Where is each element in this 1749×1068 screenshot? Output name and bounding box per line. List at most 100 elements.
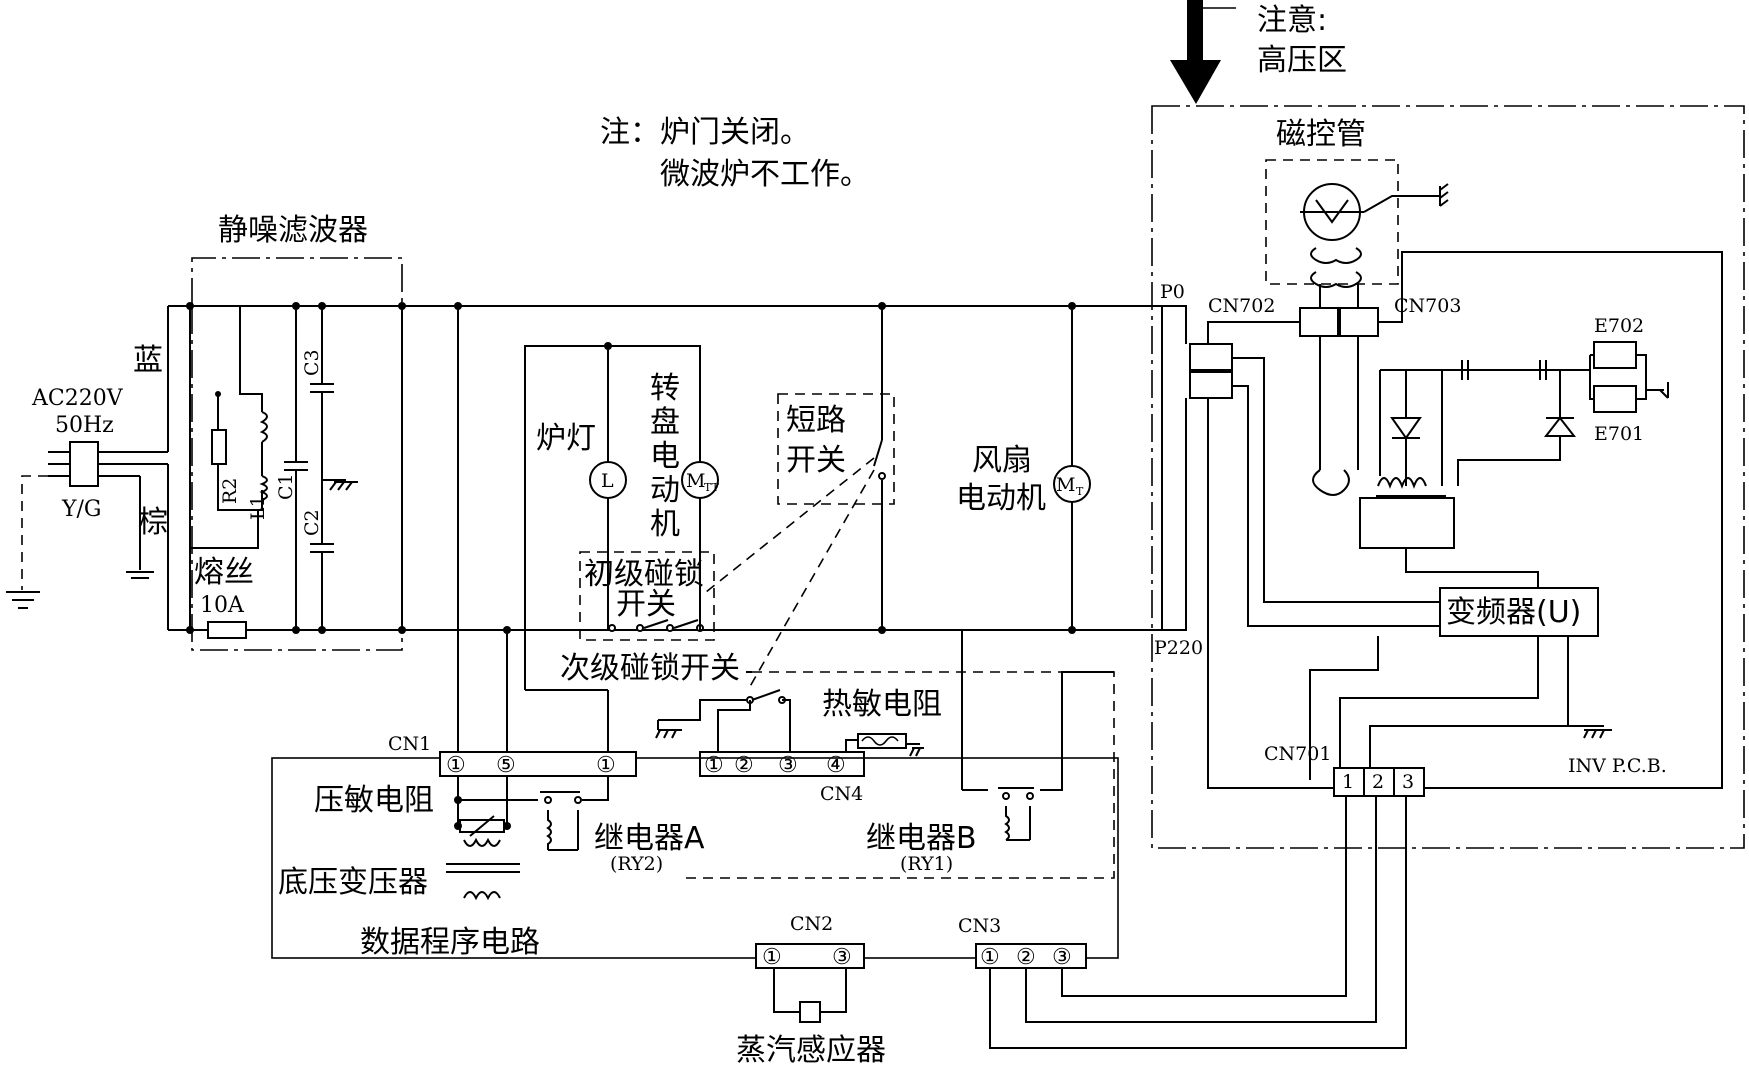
relay-a-label: 继电器A: [594, 821, 705, 856]
lamp-turntable-branch: L 炉灯 M TT 转 盘 电 动 机 初级碰锁 开关: [524, 342, 720, 690]
turntable-motor-symbol-label: M: [686, 470, 705, 492]
fuse-10a: [207, 621, 247, 639]
hv-connectors: CN702 CN703: [1207, 251, 1723, 789]
fan-motor-symbol-sub: T: [1076, 485, 1084, 498]
turntable-label-5: 机: [650, 507, 680, 542]
note-line1: 注：炉门关闭。: [600, 115, 810, 150]
noise-filter-label: 静噪滤波器: [218, 213, 368, 248]
short-switch-label-2: 开关: [786, 443, 846, 478]
plug-body: [69, 441, 99, 487]
cn1-pin-1: ①: [446, 753, 466, 778]
fan-motor: M T 风扇 电动机: [956, 302, 1091, 634]
blue-wire-label: 蓝: [133, 343, 163, 378]
connector-cn2: CN2 ① ③ 蒸汽感应器: [736, 913, 886, 1068]
varistor-relay-a: 压敏电阻 底压变压器 继电器A (RY2): [278, 776, 705, 901]
inverter-u: [1439, 587, 1599, 637]
yg-wire-label: Y/G: [61, 497, 102, 522]
inv-pcb-label: INV P.C.B.: [1568, 755, 1667, 777]
relay-b-code: (RY1): [900, 853, 953, 875]
connector-cn701: CN701 1 2 3: [1264, 743, 1425, 797]
fan-motor-label-1: 风扇: [972, 443, 1032, 478]
cn1-pin-5: ⑤: [496, 753, 516, 778]
c2-label: C2: [301, 509, 323, 536]
brown-wire-label: 棕: [138, 505, 168, 540]
connector-cn1: CN1 ① ⑤ ①: [388, 689, 637, 778]
thermistor-label: 热敏电阻: [822, 687, 942, 722]
relay-b: 继电器B (RY1): [866, 671, 1114, 875]
cn4-pin-1: ①: [704, 753, 724, 778]
cn701-pin-3: 3: [1402, 771, 1414, 793]
turntable-label-4: 动: [650, 473, 680, 508]
l1-label: L1: [247, 495, 269, 520]
turntable-label-1: 转: [650, 371, 680, 406]
ac-frequency-label: 50Hz: [55, 413, 114, 438]
warning-label-line2: 高压区: [1257, 43, 1347, 78]
e701-label: E701: [1594, 423, 1644, 445]
main-bus: [168, 305, 1163, 631]
cn4-pin-4: ④: [826, 753, 846, 778]
fuse-label-line2: 10A: [200, 593, 245, 618]
p0-label: P0: [1160, 281, 1185, 303]
hv-transformer-module: 变频器(U) E702 E701 INV P.C.B.: [1162, 305, 1669, 780]
steam-sensor-label: 蒸汽感应器: [736, 1033, 886, 1068]
p220-label: P220: [1154, 637, 1203, 659]
steam-sensor: [799, 1001, 821, 1023]
magnetron-label: 磁控管: [1276, 117, 1366, 152]
cn1-pin-1b: ①: [596, 753, 616, 778]
ac-power-plug: AC220V 50Hz 蓝 Y/G 棕: [6, 306, 169, 630]
cn3-pin-1: ①: [980, 945, 1000, 970]
varistor-label: 压敏电阻: [314, 783, 434, 818]
turntable-label-3: 电: [650, 439, 680, 474]
cn701-pin-2: 2: [1372, 771, 1384, 793]
connector-cn3: CN3 ① ② ③: [958, 788, 1407, 1049]
cn3-label: CN3: [958, 915, 1001, 937]
cn703-label: CN703: [1394, 295, 1461, 317]
warning-label-line1: 注意:: [1257, 3, 1327, 38]
relay-a-code: (RY2): [610, 853, 663, 875]
primary-interlock-label-2: 开关: [616, 587, 676, 622]
thermistor: [857, 733, 907, 749]
r2-label: R2: [219, 478, 241, 504]
fan-motor-symbol-label: M: [1056, 474, 1075, 496]
high-voltage-warning: 注意: 高压区: [1170, 0, 1347, 104]
data-circuit-label: 数据程序电路: [360, 925, 540, 960]
cn3-pin-3: ③: [1052, 945, 1072, 970]
turntable-label-2: 盘: [650, 405, 680, 440]
fan-motor-label-2: 电动机: [956, 481, 1046, 516]
resistor-r2: [211, 429, 227, 465]
secondary-interlock-label: 次级碰锁开关: [560, 651, 740, 686]
oven-lamp-symbol-label: L: [601, 470, 614, 492]
cn3-pin-2: ②: [1016, 945, 1036, 970]
cn1-label: CN1: [388, 733, 431, 755]
transformer-label: 底压变压器: [278, 865, 428, 900]
turntable-motor-symbol-sub: TT: [704, 481, 720, 494]
cn2-pin-3: ③: [832, 945, 852, 970]
cn702-label: CN702: [1208, 295, 1275, 317]
warning-arrow-shaft: [1187, 0, 1203, 62]
cn701-label: CN701: [1264, 743, 1331, 765]
e702-label: E702: [1594, 315, 1644, 337]
inverter-label: 变频器(U): [1446, 595, 1581, 630]
c1-label: C1: [275, 473, 297, 500]
cn4-pin-2: ②: [734, 753, 754, 778]
fuse-label-line1: 熔丝: [194, 555, 254, 590]
short-circuit-switch: 短路 开关: [777, 302, 895, 634]
primary-interlock-label-1: 初级碰锁: [584, 557, 704, 592]
secondary-interlock-area: 次级碰锁开关 热敏电阻: [560, 620, 1115, 879]
cn701-pin-1: 1: [1342, 771, 1354, 793]
oven-lamp-label: 炉灯: [536, 421, 596, 456]
cn4-label: CN4: [820, 783, 863, 805]
short-switch-label-1: 短路: [786, 403, 846, 438]
cn2-label: CN2: [790, 913, 833, 935]
connector-cn4: ① ② ③ ④ CN4: [699, 751, 865, 805]
warning-arrow-head: [1170, 60, 1221, 104]
c3-label: C3: [301, 349, 323, 376]
note-line2: 微波炉不工作。: [660, 157, 870, 192]
cn2-pin-1: ①: [762, 945, 782, 970]
cn4-pin-3: ③: [778, 753, 798, 778]
hv-transformer: [1359, 497, 1455, 549]
primary-interlock-switch: [579, 551, 715, 641]
relay-b-label: 继电器B: [866, 821, 977, 856]
ac-voltage-label: AC220V: [31, 386, 124, 411]
